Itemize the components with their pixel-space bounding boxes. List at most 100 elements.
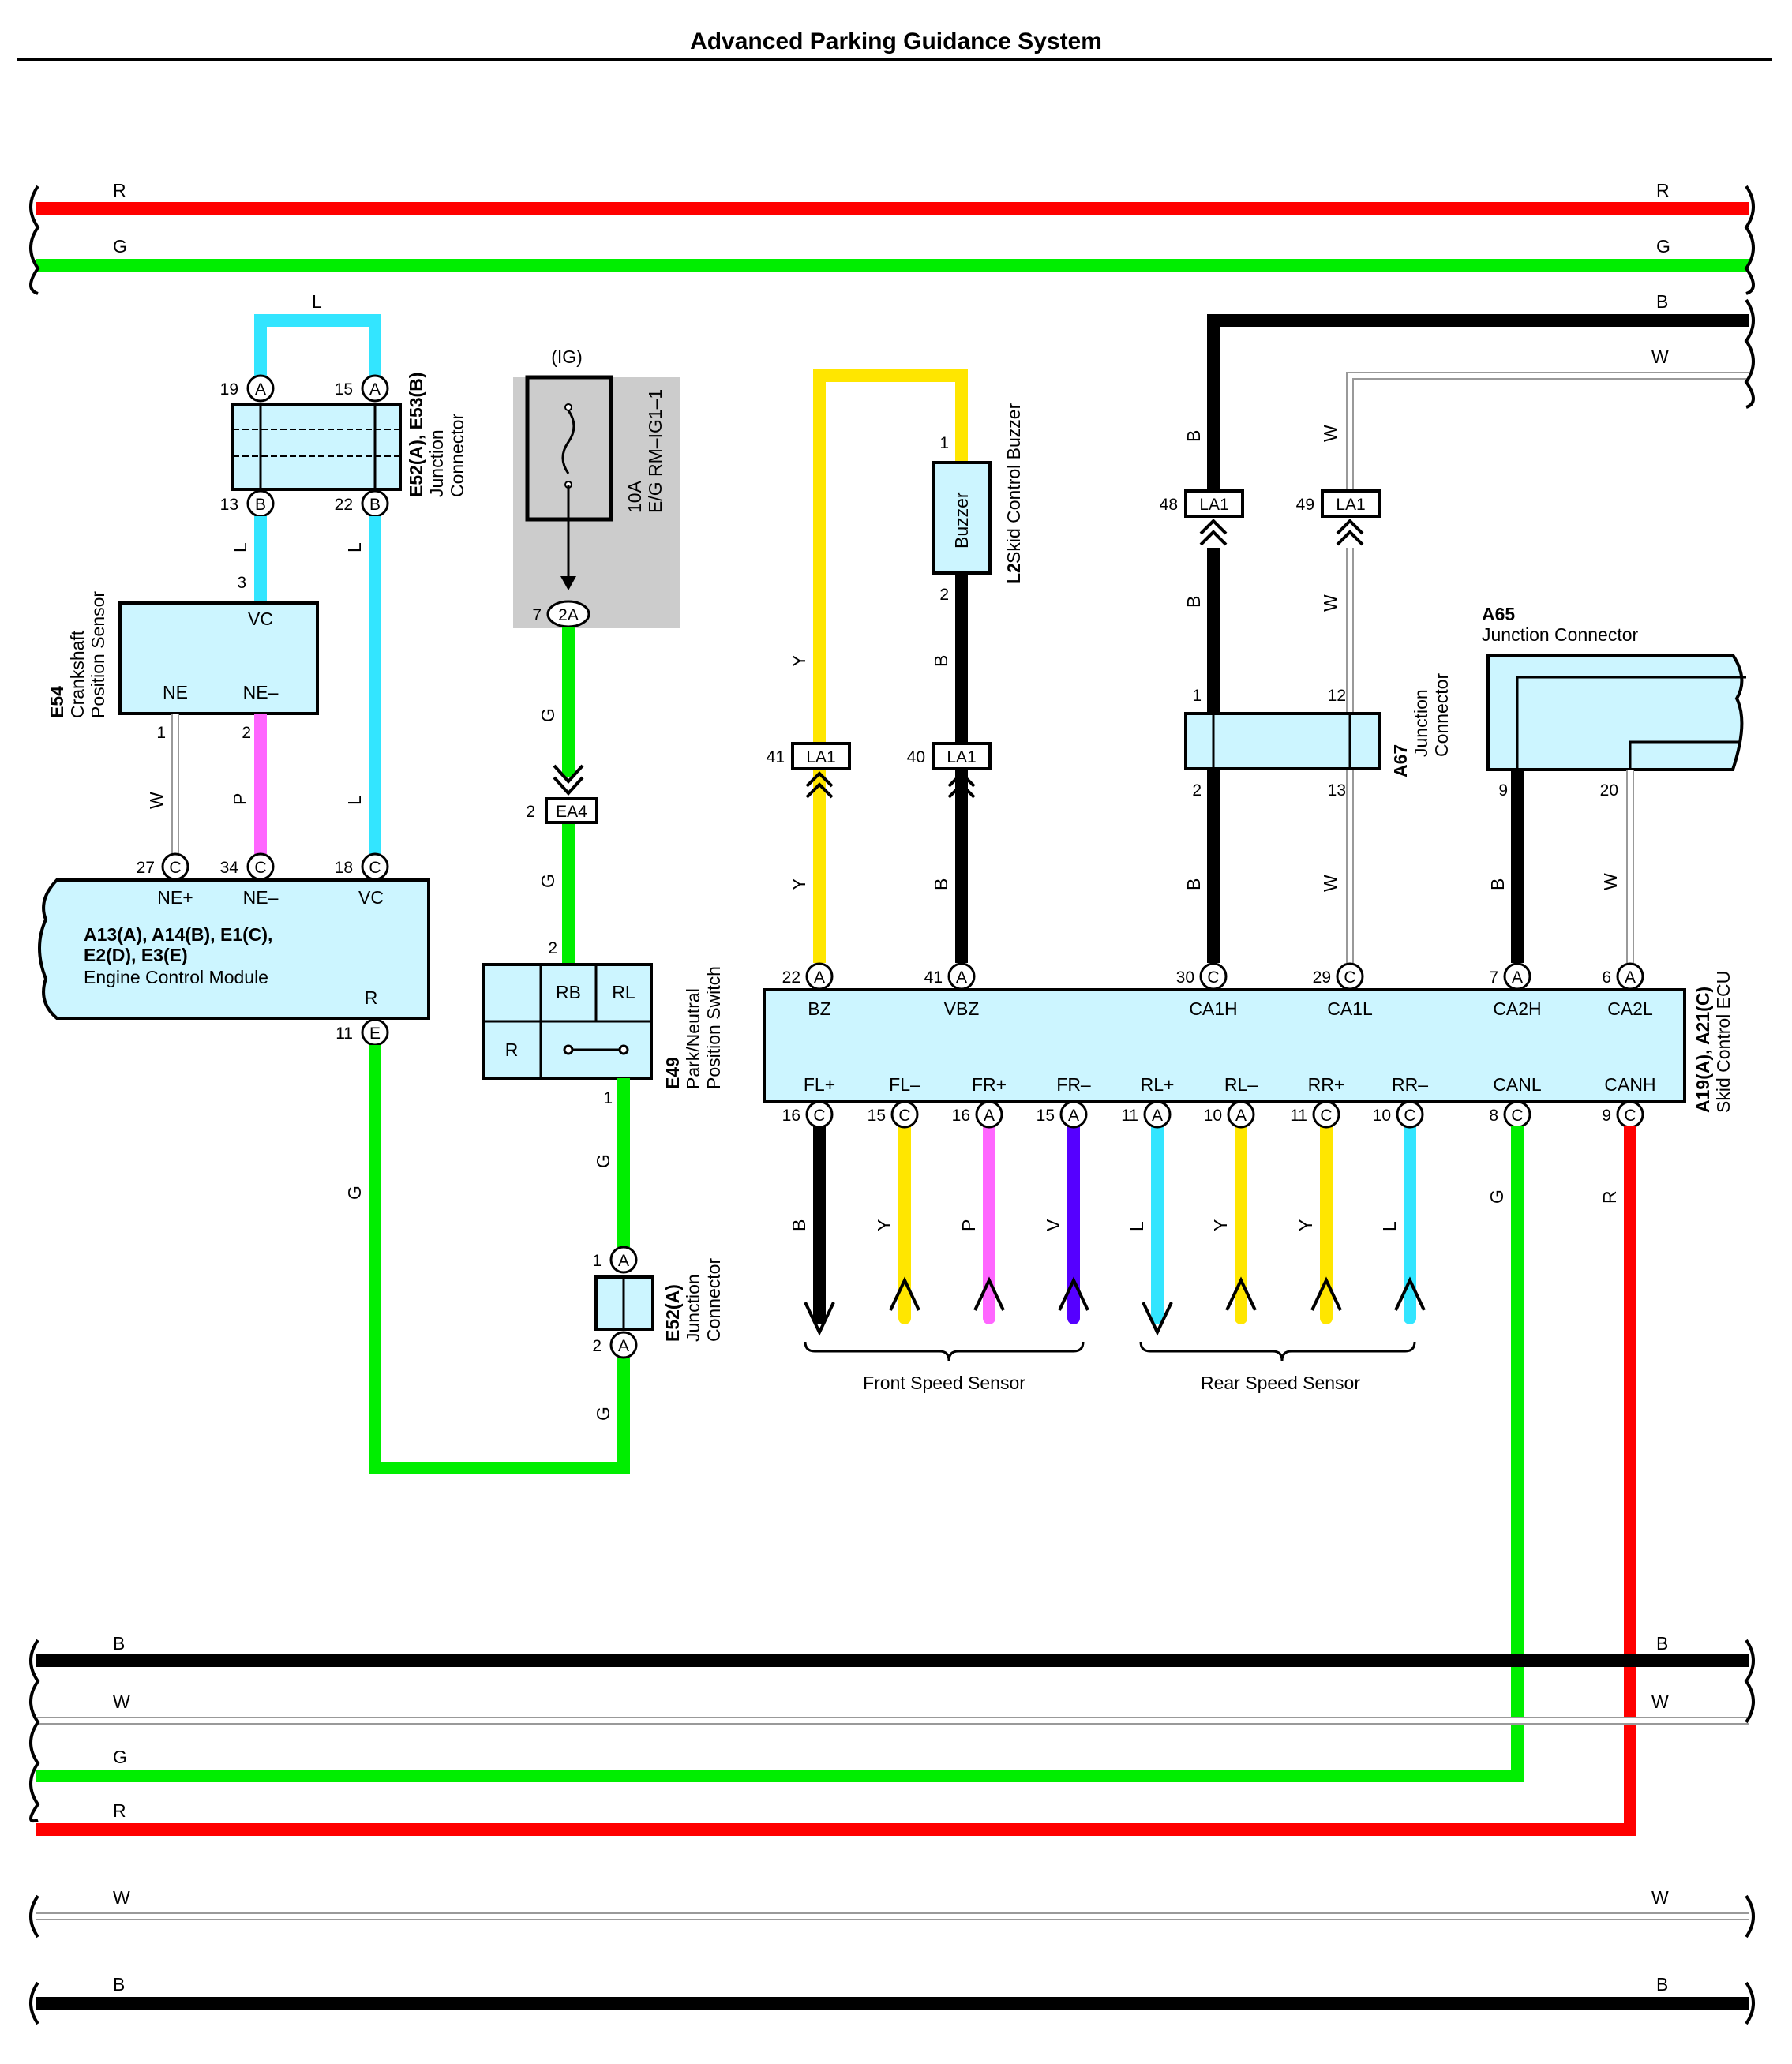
svg-text:9: 9 [1602,1107,1611,1125]
svg-text:13: 13 [220,496,238,514]
svg-text:Skid Control Buzzer: Skid Control Buzzer [1003,403,1024,564]
svg-text:19: 19 [220,380,238,399]
svg-text:Buzzer: Buzzer [951,492,972,549]
svg-text:G: G [538,708,558,722]
svg-text:R: R [1656,180,1670,200]
svg-text:NE+: NE+ [157,887,193,908]
svg-text:10A: 10A [624,480,645,513]
svg-text:EA4: EA4 [556,803,587,821]
junction-connector-a65: A65 Junction Connector 9 20 [1482,604,1746,800]
svg-text:B: B [1183,430,1204,442]
park-neutral-position-switch: RB RL R 2 1 E49 Park/Neutral Position Sw… [482,939,724,1107]
svg-text:P: P [230,793,250,805]
svg-text:B: B [789,1219,809,1231]
svg-text:R: R [365,987,378,1008]
svg-text:A: A [618,1252,629,1270]
junction-connector-a67: 1 12 2 13 A67 Junction Connector [1184,673,1452,800]
svg-text:Y: Y [1210,1219,1231,1231]
svg-text:A: A [1068,1107,1079,1125]
fuse-eg-rm-ig1: (IG) 10A E/G RM–IG1–1 2A 7 [513,346,680,628]
svg-text:40: 40 [907,748,925,766]
svg-text:W: W [1600,873,1621,890]
svg-text:12: 12 [1328,687,1346,705]
svg-text:Junction Connector: Junction Connector [1482,624,1639,645]
svg-text:E/G RM–IG1–1: E/G RM–IG1–1 [645,389,665,513]
svg-text:15: 15 [1037,1107,1055,1125]
svg-text:CA1L: CA1L [1327,998,1373,1019]
svg-text:2: 2 [1192,781,1202,800]
svg-text:FL+: FL+ [804,1074,835,1095]
svg-text:B: B [1183,596,1204,608]
connector-la1-48: LA1 48 [1160,489,1244,546]
svg-text:P: P [958,1219,979,1231]
svg-text:G: G [113,236,127,257]
svg-text:CANL: CANL [1493,1074,1542,1095]
svg-text:C: C [1320,1107,1332,1125]
svg-text:L: L [312,291,322,312]
svg-text:E52(A): E52(A) [662,1284,683,1342]
svg-text:CA2L: CA2L [1607,998,1653,1019]
svg-text:1: 1 [1192,687,1202,705]
svg-text:Connector: Connector [703,1258,724,1342]
svg-text:C: C [254,859,266,877]
svg-text:16: 16 [782,1107,800,1125]
svg-text:L2: L2 [1003,563,1024,584]
svg-text:LA1: LA1 [947,748,976,766]
svg-text:VC: VC [248,609,273,629]
connector-ea4: EA4 2 [526,764,598,824]
skid-control-buzzer: Buzzer 1 2 L2 Skid Control Buzzer [932,403,1024,604]
svg-text:22: 22 [782,968,800,987]
svg-text:18: 18 [335,859,353,877]
svg-text:NE–: NE– [243,682,279,702]
svg-text:Engine Control Module: Engine Control Module [84,967,268,987]
svg-text:C: C [898,1107,910,1125]
svg-text:Junction: Junction [1411,689,1431,757]
svg-text:G: G [1486,1189,1507,1204]
svg-text:A65: A65 [1482,604,1515,624]
svg-text:7: 7 [1489,968,1498,987]
svg-text:RR–: RR– [1392,1074,1428,1095]
svg-text:A: A [1625,968,1636,987]
svg-text:B: B [1183,878,1204,890]
svg-text:A67: A67 [1390,744,1411,777]
svg-text:E: E [369,1025,381,1043]
svg-text:41: 41 [924,968,943,987]
svg-text:V: V [1043,1219,1063,1231]
svg-text:49: 49 [1296,496,1314,514]
svg-text:Y: Y [874,1219,894,1231]
svg-text:Connector: Connector [447,414,467,497]
svg-text:11: 11 [1290,1107,1307,1125]
svg-text:C: C [1511,1107,1523,1125]
svg-text:48: 48 [1160,496,1178,514]
svg-text:3: 3 [237,574,246,592]
svg-text:C: C [1344,968,1355,987]
rear-speed-sensor: Rear Speed Sensor [1139,1341,1416,1393]
svg-text:W: W [113,1691,130,1712]
svg-text:LA1: LA1 [1336,496,1365,514]
svg-text:L: L [1127,1221,1147,1231]
svg-text:Position Switch: Position Switch [703,966,724,1089]
svg-text:2: 2 [526,803,535,821]
svg-text:34: 34 [220,859,239,877]
svg-text:Connector: Connector [1431,673,1452,757]
svg-text:Junction: Junction [683,1274,703,1342]
svg-text:Y: Y [789,655,809,667]
top-bus: R R G G B W [29,180,1755,505]
svg-text:A: A [956,968,967,987]
svg-text:27: 27 [137,859,155,877]
svg-text:7: 7 [532,606,542,624]
svg-text:15: 15 [335,380,353,399]
engine-control-module: C C C E 27 34 18 11 NE+ NE– VC R A13(A),… [38,852,430,1047]
svg-text:1: 1 [156,724,166,742]
svg-text:Skid Control ECU: Skid Control ECU [1713,971,1734,1113]
svg-text:B: B [931,878,951,890]
